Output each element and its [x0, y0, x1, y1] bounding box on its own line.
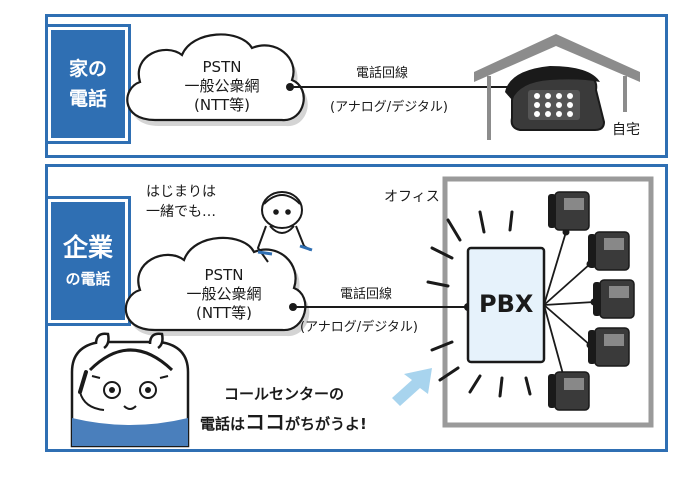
business-tab-big: 企業	[62, 233, 113, 262]
business-tab-small: の電話	[65, 270, 111, 288]
house-icon	[474, 34, 640, 140]
desk-phone-icon	[505, 66, 606, 131]
ip-phone-icon	[548, 191, 590, 231]
business-cloud-line2: 一般公衆網	[186, 285, 262, 303]
home-cloud-line3: (NTT等)	[194, 96, 250, 114]
ip-phone-icon	[588, 327, 630, 367]
speech-line2-emphasis: ココ	[245, 410, 286, 434]
home-cloud-label: PSTN 一般公衆網 (NTT等)	[172, 58, 272, 115]
speech-line2-a: 電話は	[200, 415, 246, 433]
business-cloud-line1: PSTN	[204, 266, 244, 284]
operator-bear-icon	[70, 332, 190, 448]
arrow-icon	[392, 368, 432, 406]
ip-phone-icon	[588, 231, 630, 271]
business-phone-tab: 企業 の電話	[45, 196, 131, 326]
cloud-icon	[126, 33, 308, 127]
home-cloud-line1: PSTN	[202, 58, 242, 76]
home-phone-tab: 家の 電話	[45, 24, 131, 144]
home-tab-line1: 家の	[68, 58, 107, 80]
emphasis-lines	[426, 210, 532, 398]
speech-line1: コールセンターの	[224, 385, 345, 403]
operator-figure-icon	[256, 191, 313, 263]
cloud-icon	[124, 236, 310, 337]
home-line-label: 電話回線	[356, 66, 409, 81]
business-cloud-line3: (NTT等)	[196, 304, 252, 322]
speech-line2: 電話はココがちがうよ!	[200, 408, 367, 438]
bubble-line2: 一緒でも…	[146, 204, 216, 220]
speech-line2-c: がちがうよ!	[285, 415, 367, 433]
ip-phone-icon	[548, 371, 590, 411]
bubble-line1: はじまりは	[146, 184, 216, 200]
business-cloud-label: PSTN 一般公衆網 (NTT等)	[172, 266, 276, 323]
ip-phone-icon	[593, 279, 635, 319]
home-cloud-line2: 一般公衆網	[184, 77, 260, 95]
pbx-label: PBX	[479, 290, 534, 318]
house-label: 自宅	[612, 122, 640, 138]
home-line-sublabel: (アナログ/デジタル)	[330, 100, 449, 115]
office-label: オフィス	[384, 189, 440, 205]
home-tab-line2: 電話	[68, 88, 107, 110]
business-line-label: 電話回線	[340, 287, 393, 302]
business-line-sublabel: (アナログ/デジタル)	[300, 320, 419, 335]
